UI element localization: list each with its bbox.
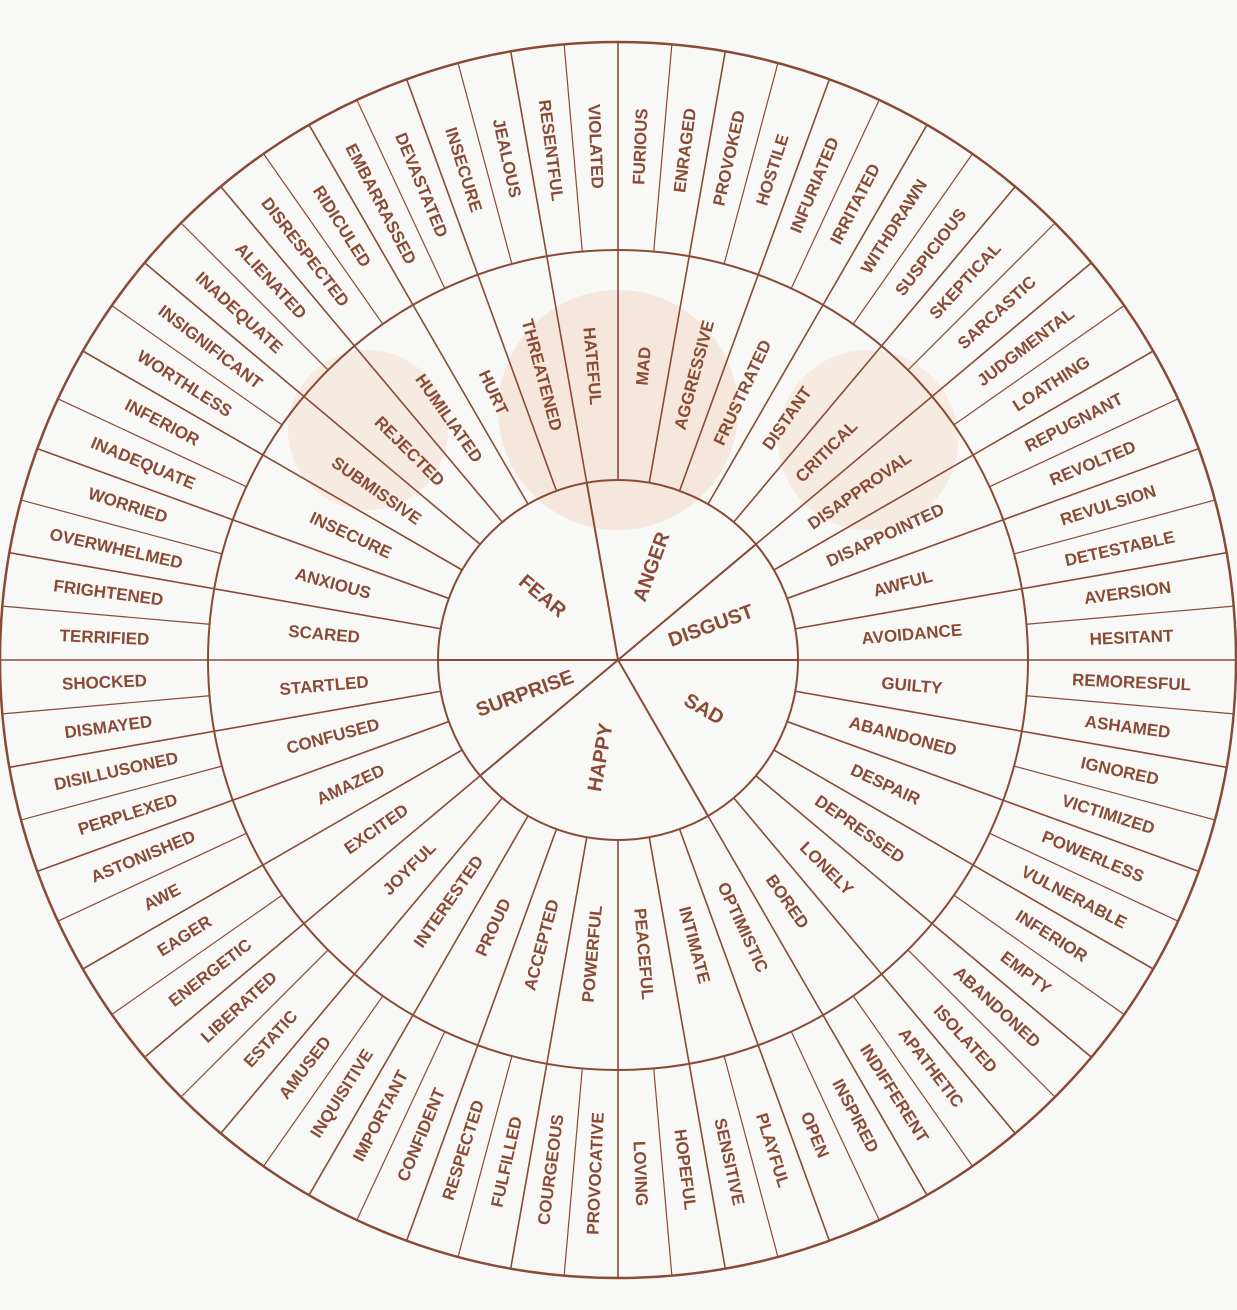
tertiary-emotion-label: VICTIMIZED [1059, 791, 1157, 838]
secondary-emotion-label: POWERFUL [579, 905, 606, 1004]
tertiary-emotion-label: DISMAYED [63, 712, 153, 742]
tertiary-emotion-label: REMORESFUL [1072, 670, 1192, 694]
sector-divider [787, 722, 1199, 872]
tertiary-emotion-label: AWE [141, 880, 184, 915]
outer-divider [1026, 606, 1233, 624]
secondary-emotion-label: ANXIOUS [293, 564, 373, 602]
tertiary-emotion-label: OPEN [797, 1109, 833, 1161]
secondary-emotion-label: GUILTY [881, 674, 944, 698]
secondary-emotion-label: PEACEFUL [630, 907, 657, 1000]
tertiary-emotion-label: AMUSED [275, 1033, 335, 1103]
tertiary-emotion-label: PERPLEXED [76, 790, 180, 839]
tertiary-emotion-label: OVERWHELMED [48, 525, 185, 573]
tertiary-emotion-label: RESPECTED [439, 1098, 488, 1203]
core-divider [618, 660, 708, 816]
outer-divider [2, 606, 209, 624]
outer-divider [654, 44, 672, 251]
tertiary-emotion-label: ESTATIC [240, 1007, 301, 1072]
secondary-emotion-label: AMAZED [314, 761, 388, 809]
outer-divider [564, 1068, 582, 1275]
secondary-emotion-label: ABANDONED [847, 713, 959, 760]
outer-divider [564, 44, 582, 251]
wheel-dividers [0, 42, 1236, 1278]
core-emotion-label: SURPRISE [473, 666, 577, 722]
secondary-emotion-label: SCARED [288, 622, 361, 647]
secondary-emotion-label: STARTLED [279, 672, 370, 699]
outer-divider [2, 696, 209, 714]
tertiary-emotion-label: RESENTFUL [535, 99, 567, 203]
tertiary-emotion-label: SENSITIVE [710, 1116, 748, 1207]
tertiary-emotion-label: TERRIFIED [59, 626, 149, 649]
secondary-emotion-label: OPTIMISTIC [714, 879, 772, 975]
outer-divider [654, 1068, 672, 1275]
tertiary-emotion-label: HOPEFUL [670, 1128, 699, 1211]
secondary-emotion-label: MAD [633, 346, 655, 386]
secondary-emotion-label: LONELY [796, 838, 858, 900]
tertiary-emotion-label: REVOLTED [1047, 437, 1139, 489]
tertiary-emotion-label: EMPTY [997, 948, 1056, 999]
tertiary-emotion-label: VIOLATED [584, 104, 607, 189]
secondary-emotion-label: JOYFUL [379, 838, 440, 899]
tertiary-emotion-label: IRRITATED [827, 161, 885, 248]
tertiary-emotion-label: FURIOUS [629, 108, 651, 185]
tertiary-emotion-label: INFERIOR [1012, 906, 1091, 966]
secondary-emotion-label: AVOIDANCE [861, 620, 963, 648]
tertiary-emotion-label: REVULSION [1058, 481, 1158, 529]
outer-divider [1026, 696, 1233, 714]
tertiary-emotion-label: ASHAMED [1084, 712, 1172, 742]
core-emotion-label: HAPPY [584, 721, 618, 793]
tertiary-emotion-label: ENRAGED [670, 107, 700, 194]
tertiary-emotion-label: JEALOUS [489, 117, 525, 200]
sector-divider [680, 829, 830, 1241]
secondary-emotion-label: INTIMATE [675, 904, 714, 985]
tertiary-emotion-label: SHOCKED [62, 671, 148, 694]
secondary-emotion-label: INSECURE [307, 508, 395, 562]
core-emotion-label: SAD [680, 689, 728, 729]
tertiary-emotion-label: INFERIOR [122, 395, 203, 449]
tertiary-emotion-label: COURGEOUS [534, 1113, 567, 1226]
tertiary-emotion-label: PROVOCATIVE [583, 1112, 607, 1235]
sector-divider [407, 829, 557, 1241]
tertiary-emotion-label: LOVING [630, 1141, 652, 1207]
tertiary-emotion-label: HESITANT [1089, 626, 1174, 649]
tertiary-emotion-label: AVERSION [1083, 578, 1172, 608]
tertiary-emotion-label: INFURIATED [786, 135, 842, 236]
tertiary-emotion-label: DISILLUSONED [52, 748, 180, 794]
sector-divider [37, 722, 449, 872]
tertiary-emotion-label: ASTONISHED [88, 827, 198, 887]
tertiary-emotion-label: FULFILLED [487, 1115, 526, 1209]
secondary-emotion-label: PROUD [472, 896, 515, 960]
core-emotions: ANGERDISGUSTSADHAPPYSURPRISEFEAR [473, 529, 756, 794]
secondary-emotion-label: EXCITED [341, 800, 412, 858]
tertiary-emotion-label: CONFIDENT [394, 1085, 450, 1184]
tertiary-emotion-label: INSPIRED [828, 1076, 882, 1156]
core-emotion-label: FEAR [514, 570, 570, 622]
core-emotion-label: ANGER [629, 529, 675, 605]
tertiary-emotion-label: EAGER [154, 912, 215, 961]
secondary-emotion-label: AWFUL [871, 567, 934, 601]
tertiary-emotion-label: IGNORED [1079, 753, 1161, 789]
tertiary-emotion-label: FRIGHTENED [52, 576, 164, 609]
tertiary-emotion-label: INSECURE [441, 125, 486, 215]
